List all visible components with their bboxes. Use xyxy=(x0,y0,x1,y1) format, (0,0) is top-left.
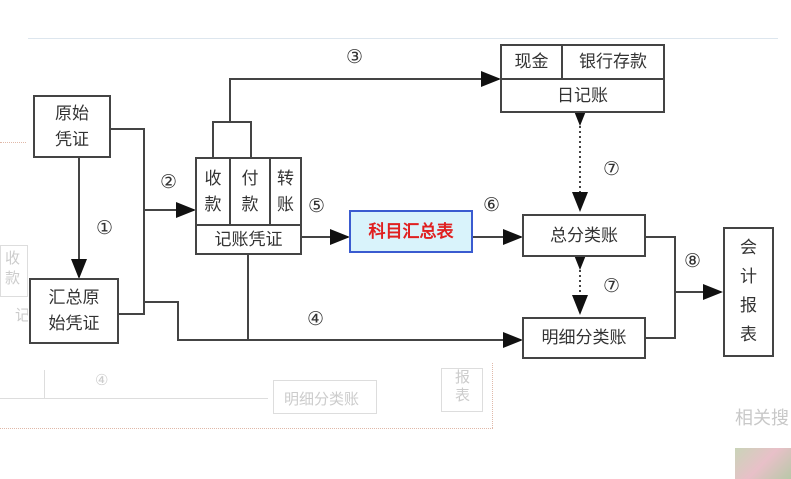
faded-report-text: 报表 xyxy=(455,368,471,404)
bank-deposit-box: 银行存款 xyxy=(561,44,665,80)
page-divider-dotted xyxy=(0,142,26,143)
bookkeeping-voucher-label: 记账凭证 xyxy=(214,229,283,250)
subsidiary-ledger-label: 明细分类账 xyxy=(541,328,627,348)
faded-step-4: ④ xyxy=(95,371,109,389)
financial-report-label: 会计报表 xyxy=(740,238,757,345)
voucher-type-label: 付款 xyxy=(241,168,259,215)
financial-report-box: 会计报表 xyxy=(723,227,774,357)
faded-record-text: 记 xyxy=(15,306,31,324)
step-6-label: ⑥ xyxy=(483,194,501,216)
step-2-label: ② xyxy=(160,171,178,193)
voucher-type-label: 转账 xyxy=(277,168,294,215)
journal-label: 日记账 xyxy=(557,85,608,106)
faded-report-box xyxy=(441,368,483,412)
bank-deposit-label: 银行存款 xyxy=(579,52,647,72)
voucher-type-transfer: 转账 xyxy=(269,157,302,226)
page-divider-dotted xyxy=(0,428,493,429)
subsidiary-ledger-box: 明细分类账 xyxy=(522,317,646,359)
subject-summary-box: 科目汇总表 xyxy=(349,210,473,253)
step-5-label: ⑤ xyxy=(308,195,326,217)
faded-subsidiary-text: 明细分类账 xyxy=(284,390,360,408)
thumbnail-image[interactable] xyxy=(735,448,791,479)
original-voucher-box: 原始凭证 xyxy=(33,95,111,158)
journal-box: 日记账 xyxy=(500,78,665,113)
general-ledger-label: 总分类账 xyxy=(550,225,618,246)
faded-voucher-box xyxy=(0,245,28,297)
original-voucher-label: 原始凭证 xyxy=(55,103,89,150)
related-search-heading[interactable]: 相关搜 xyxy=(735,408,789,429)
step-1-label: ① xyxy=(96,217,114,239)
step-3-label: ③ xyxy=(346,46,364,68)
summary-original-voucher-box: 汇总原始凭证 xyxy=(29,278,119,344)
step-7a-label: ⑦ xyxy=(603,158,621,180)
step-7b-label: ⑦ xyxy=(603,275,621,297)
voucher-type-payment: 付款 xyxy=(229,157,271,226)
voucher-type-receipt: 收款 xyxy=(195,157,231,226)
step-4-label: ④ xyxy=(307,308,325,330)
faded-line xyxy=(0,398,268,399)
faded-voucher-text: 收款 xyxy=(5,249,21,287)
faded-line xyxy=(44,370,45,398)
bookkeeping-voucher-box: 记账凭证 xyxy=(195,224,302,255)
summary-original-voucher-label: 汇总原始凭证 xyxy=(48,288,100,334)
general-ledger-box: 总分类账 xyxy=(522,214,646,257)
subject-summary-label: 科目汇总表 xyxy=(368,221,454,242)
cash-label: 现金 xyxy=(514,52,549,72)
voucher-type-label: 收款 xyxy=(204,168,222,215)
step-8-label: ⑧ xyxy=(684,250,702,272)
faded-subsidiary-box xyxy=(273,380,377,414)
page-divider-dotted xyxy=(492,362,493,428)
cash-box: 现金 xyxy=(500,44,563,80)
